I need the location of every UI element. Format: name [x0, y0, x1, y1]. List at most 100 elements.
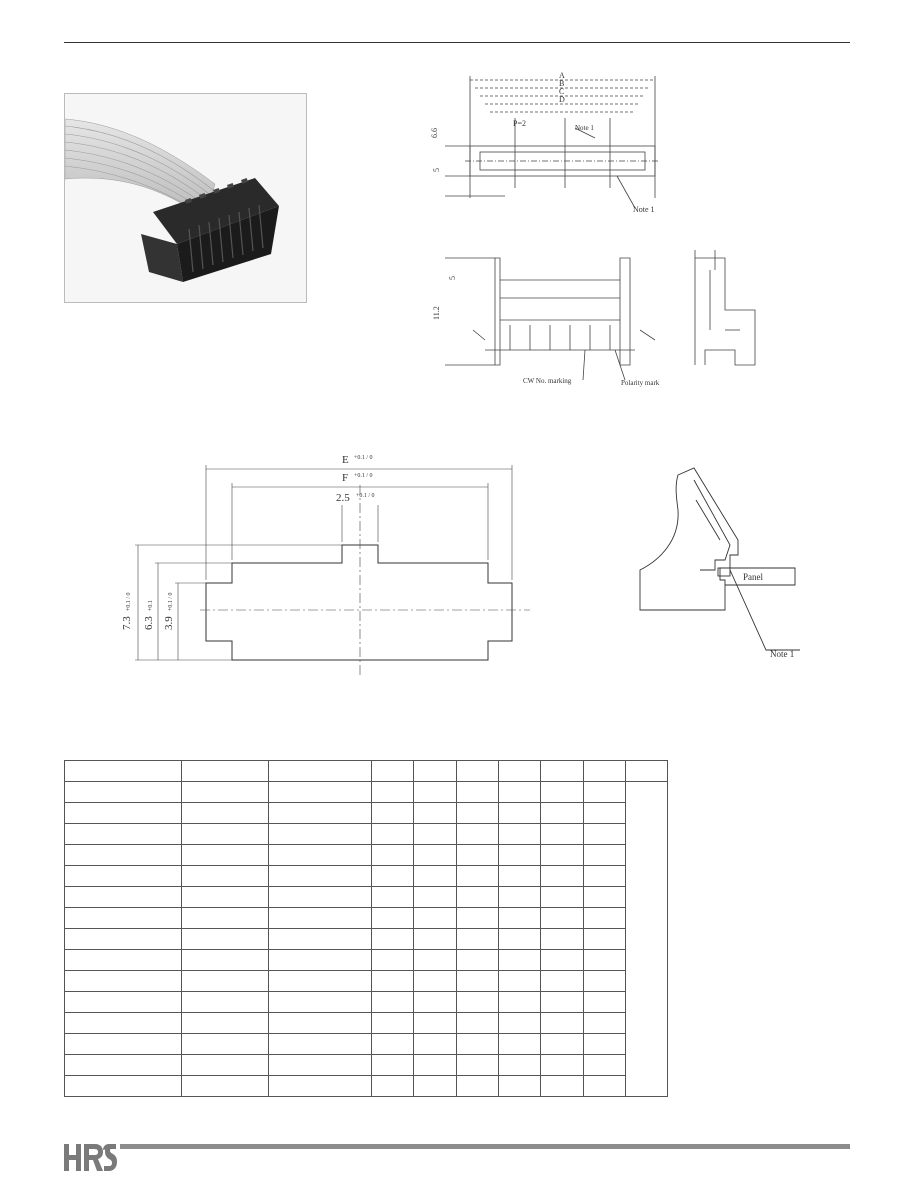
table-cell — [371, 1033, 414, 1055]
table-cell — [456, 865, 499, 887]
table-cell — [583, 949, 626, 971]
mid-sub-label: 5 — [448, 276, 457, 280]
table-cell — [456, 928, 499, 950]
table-header-cell — [64, 760, 182, 782]
pitch-label: P=2 — [513, 119, 526, 128]
table-cell — [583, 1033, 626, 1055]
table-header-cell — [540, 760, 584, 782]
table-cell — [498, 907, 541, 929]
table-cell — [540, 1012, 584, 1034]
table-header-cell — [181, 760, 269, 782]
table-row — [64, 865, 668, 887]
table-cell — [498, 1075, 541, 1097]
table-cell — [371, 928, 414, 950]
table-cell — [181, 802, 269, 824]
dim-h2-tolerance: +0.1 — [148, 600, 154, 611]
dim-slot-label: 2.5 — [336, 492, 350, 504]
dim-e-label: E — [342, 454, 349, 466]
table-cell — [64, 865, 182, 887]
table-header-cell — [498, 760, 541, 782]
dim-h3-label: 3.9 — [163, 616, 175, 630]
table-cell — [181, 949, 269, 971]
table-cell — [456, 781, 499, 803]
table-cell — [456, 1012, 499, 1034]
table-cell — [498, 991, 541, 1013]
table-cell — [371, 844, 414, 866]
polarity-mark-label: Polarity mark — [621, 379, 660, 387]
table-cell — [540, 1054, 584, 1076]
table-cell — [371, 802, 414, 824]
mid-height-label: 11.2 — [432, 306, 441, 320]
table-row — [64, 1012, 668, 1034]
dim-e-tolerance: +0.1 / 0 — [354, 455, 373, 461]
table-cell — [583, 802, 626, 824]
table-cell — [583, 886, 626, 908]
table-cell — [268, 781, 372, 803]
table-cell — [540, 970, 584, 992]
front-view-drawing: 11.2 5 CW No. marking Polarity mark — [432, 250, 756, 387]
table-cell — [540, 844, 584, 866]
table-cell — [413, 1054, 457, 1076]
table-cell — [268, 1033, 372, 1055]
table-cell — [498, 970, 541, 992]
table-cell — [498, 844, 541, 866]
table-cell — [371, 991, 414, 1013]
height-label: 6.6 — [430, 128, 439, 138]
table-cell — [181, 844, 269, 866]
table-header-cell — [371, 760, 414, 782]
table-cell — [64, 949, 182, 971]
table-row — [64, 886, 668, 908]
table-cell — [540, 823, 584, 845]
table-cell — [583, 865, 626, 887]
table-cell — [498, 949, 541, 971]
dim-slot-tolerance: +0.1 / 0 — [356, 493, 375, 499]
table-cell — [413, 886, 457, 908]
note-label-bottom: Note 1 — [633, 205, 655, 214]
table-cell — [64, 886, 182, 908]
table-cell — [540, 781, 584, 803]
hrs-logo — [64, 1144, 117, 1171]
table-cell — [456, 1033, 499, 1055]
table-cell — [64, 928, 182, 950]
table-cell — [413, 949, 457, 971]
table-cell — [413, 1033, 457, 1055]
table-cell — [625, 781, 668, 1097]
table-cell — [371, 781, 414, 803]
table-cell — [540, 865, 584, 887]
table-cell — [268, 1054, 372, 1076]
table-cell — [181, 886, 269, 908]
table-row — [64, 949, 668, 971]
table-cell — [413, 865, 457, 887]
table-row — [64, 928, 668, 950]
table-cell — [181, 781, 269, 803]
table-cell — [456, 949, 499, 971]
table-cell — [456, 1075, 499, 1097]
table-cell — [498, 865, 541, 887]
table-cell — [413, 802, 457, 824]
table-cell — [181, 907, 269, 929]
table-cell — [64, 1054, 182, 1076]
header-rule — [64, 42, 850, 43]
table-cell — [268, 823, 372, 845]
table-cell — [456, 907, 499, 929]
table-cell — [268, 907, 372, 929]
table-cell — [540, 991, 584, 1013]
panel-label: Panel — [743, 572, 763, 582]
table-cell — [540, 802, 584, 824]
cutout-outline — [205, 544, 513, 661]
footer-bar — [120, 1144, 850, 1149]
table-cell — [540, 1075, 584, 1097]
panel-section-drawing: Panel Note 1 — [639, 467, 800, 659]
table-cell — [583, 823, 626, 845]
table-cell — [64, 907, 182, 929]
table-cell — [413, 970, 457, 992]
table-cell — [181, 1012, 269, 1034]
table-cell — [498, 928, 541, 950]
table-cell — [64, 781, 182, 803]
table-row — [64, 781, 668, 1097]
table-row — [64, 1054, 668, 1076]
table-cell — [413, 1075, 457, 1097]
table-cell — [456, 1054, 499, 1076]
table-cell — [181, 865, 269, 887]
table-cell — [64, 844, 182, 866]
